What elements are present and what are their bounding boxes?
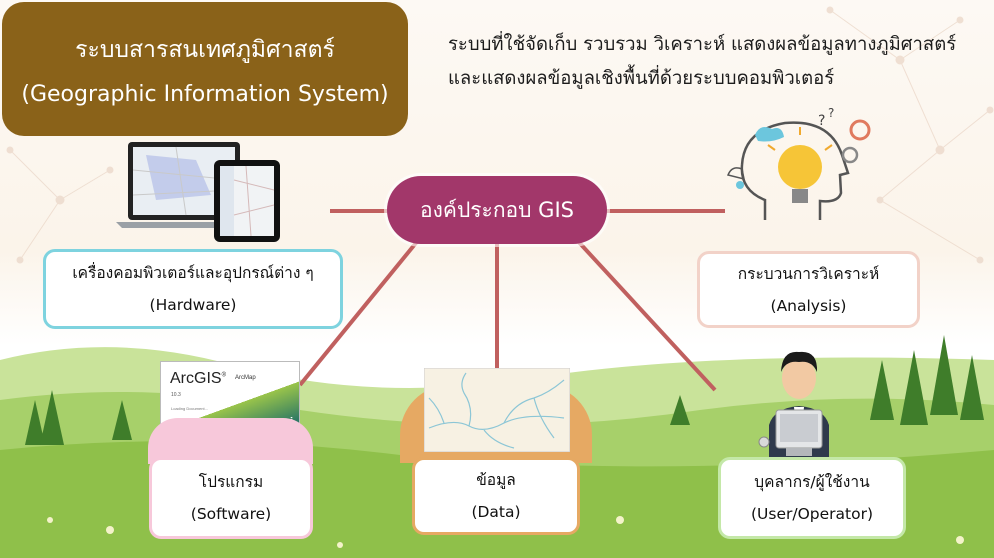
component-analysis: กระบวนการวิเคราะห์ (Analysis) [697, 251, 920, 328]
software-label-thai: โปรแกรม [198, 473, 264, 491]
hardware-label-thai: เครื่องคอมพิวเตอร์และอุปกรณ์ต่าง ๆ [72, 264, 314, 282]
operator-computer-icon [758, 351, 829, 460]
connector-software [298, 236, 422, 387]
component-data: ข้อมูล (Data) [412, 457, 580, 535]
svg-text:?: ? [828, 106, 834, 120]
center-label: องค์ประกอบ GIS [420, 197, 574, 222]
description-line-1: ระบบที่ใช้จัดเก็บ รวบรวม วิเคราะห์ แสดงผ… [448, 34, 957, 55]
title-box: ระบบสารสนเทศภูมิศาสตร์ (Geographic Infor… [2, 2, 408, 136]
arcgis-brand: ArcGIS [170, 370, 222, 387]
arcgis-version: 10.3 [171, 392, 181, 398]
user-label-thai: บุคลากร/ผู้ใช้งาน [754, 473, 870, 491]
component-software: โปรแกรม (Software) [149, 457, 313, 539]
data-label-english: (Data) [471, 503, 521, 521]
analysis-label-thai: กระบวนการวิเคราะห์ [737, 264, 880, 283]
data-label-thai: ข้อมูล [476, 471, 516, 489]
head-lightbulb-icon: ? ? [726, 106, 871, 220]
connector-user [573, 236, 717, 392]
component-hardware: เครื่องคอมพิวเตอร์และอุปกรณ์ต่าง ๆ (Hard… [43, 249, 343, 329]
hardware-label-english: (Hardware) [149, 296, 237, 314]
svg-text:?: ? [818, 113, 825, 129]
title-thai: ระบบสารสนเทศภูมิศาสตร์ [75, 36, 335, 63]
component-user: บุคลากร/ผู้ใช้งาน (User/Operator) [718, 457, 906, 539]
laptop-tablet-icon [116, 142, 280, 242]
river-map-icon [424, 368, 570, 452]
software-blob [148, 418, 313, 464]
center-gis-components: องค์ประกอบ GIS [387, 176, 607, 244]
title-english: (Geographic Information System) [21, 81, 389, 107]
user-label-english: (User/Operator) [750, 505, 874, 523]
software-label-english: (Software) [190, 505, 272, 523]
description: ระบบที่ใช้จัดเก็บ รวบรวม วิเคราะห์ แสดงผ… [448, 28, 988, 96]
arcgis-product: ArcMap [235, 375, 256, 381]
description-line-2: และแสดงผลข้อมูลเชิงพื้นที่ด้วยระบบคอมพิว… [448, 68, 835, 89]
arcgis-status: Loading Document... [171, 406, 208, 411]
analysis-label-english: (Analysis) [770, 296, 847, 315]
